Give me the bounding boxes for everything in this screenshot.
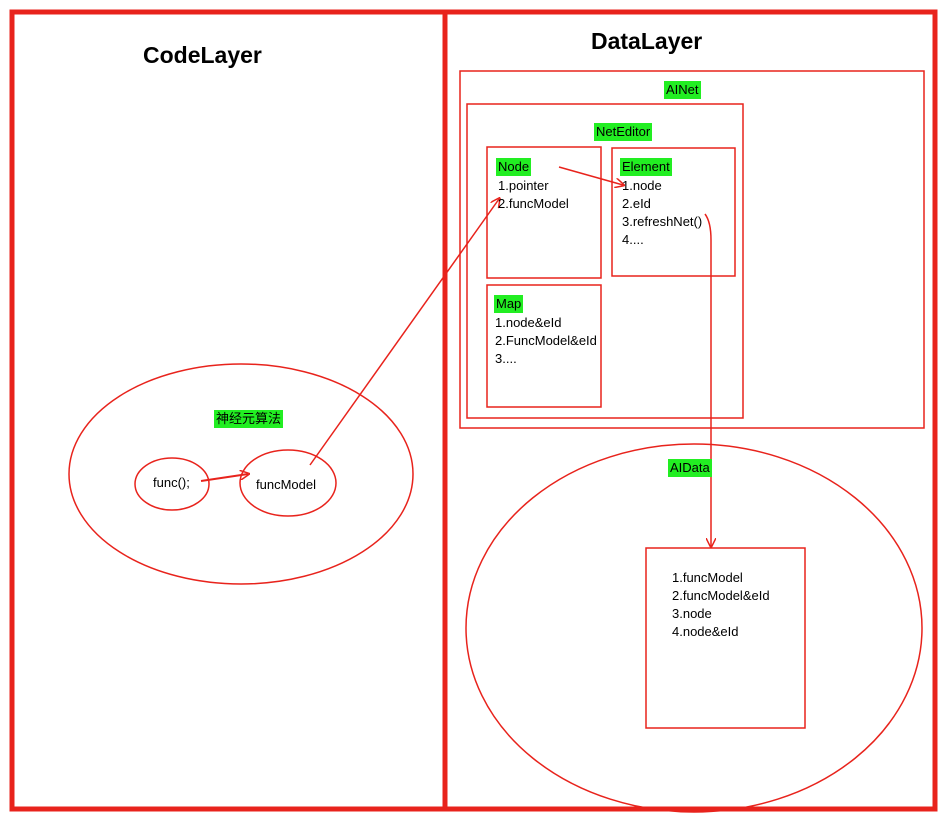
element-item: 2.eId <box>622 196 651 211</box>
map-item: 3.... <box>495 351 517 366</box>
node-item: 2.funcModel <box>498 196 569 211</box>
funcmodel-label: funcModel <box>256 477 316 492</box>
neteditor-box <box>466 103 744 419</box>
arrow-funcmodel-to-node <box>309 199 499 466</box>
funcmodel-ellipse <box>239 449 337 517</box>
element-item: 1.node <box>622 178 662 193</box>
element-label: Element <box>620 158 672 176</box>
aidata-item: 3.node <box>672 606 712 621</box>
node-label: Node <box>496 158 532 176</box>
node-items: 1.pointer 2.funcModel <box>498 177 569 213</box>
code-layer-title: CodeLayer <box>143 42 262 68</box>
element-items: 1.node 2.eId 3.refreshNet() 4.... <box>622 177 702 249</box>
func-label: func(); <box>153 475 190 490</box>
aidata-box <box>645 547 806 729</box>
data-layer-title: DataLayer <box>591 28 703 54</box>
arrow-element-to-aidata <box>704 213 711 546</box>
aidata-items: 1.funcModel 2.funcModel&eId 3.node 4.nod… <box>672 569 770 641</box>
aidata-item: 2.funcModel&eId <box>672 588 770 603</box>
element-item: 4.... <box>622 232 644 247</box>
node-box <box>486 146 602 279</box>
ainet-label: AINet <box>664 81 701 99</box>
element-item: 3.refreshNet() <box>622 214 703 229</box>
algorithm-ellipse <box>68 363 414 585</box>
ainet-box <box>459 70 925 429</box>
map-items: 1.node&eId 2.FuncModel&eId 3.... <box>495 314 597 368</box>
arrow-node-to-element <box>558 166 623 185</box>
aidata-item: 1.funcModel <box>672 570 743 585</box>
neteditor-label: NetEditor <box>594 123 653 141</box>
arrow-func-to-funcmodel <box>200 474 248 482</box>
map-label: Map <box>494 295 524 313</box>
aidata-ellipse <box>465 443 923 813</box>
func-ellipse <box>134 457 210 511</box>
algorithm-label: 神经元算法 <box>214 410 284 428</box>
aidata-label: AIData <box>668 459 712 477</box>
node-item: 1.pointer <box>498 178 549 193</box>
map-box <box>486 284 602 408</box>
map-item: 2.FuncModel&eId <box>495 333 597 348</box>
element-box <box>611 147 736 277</box>
aidata-item: 4.node&eId <box>672 624 739 639</box>
data-layer-frame <box>442 9 938 812</box>
map-item: 1.node&eId <box>495 315 562 330</box>
